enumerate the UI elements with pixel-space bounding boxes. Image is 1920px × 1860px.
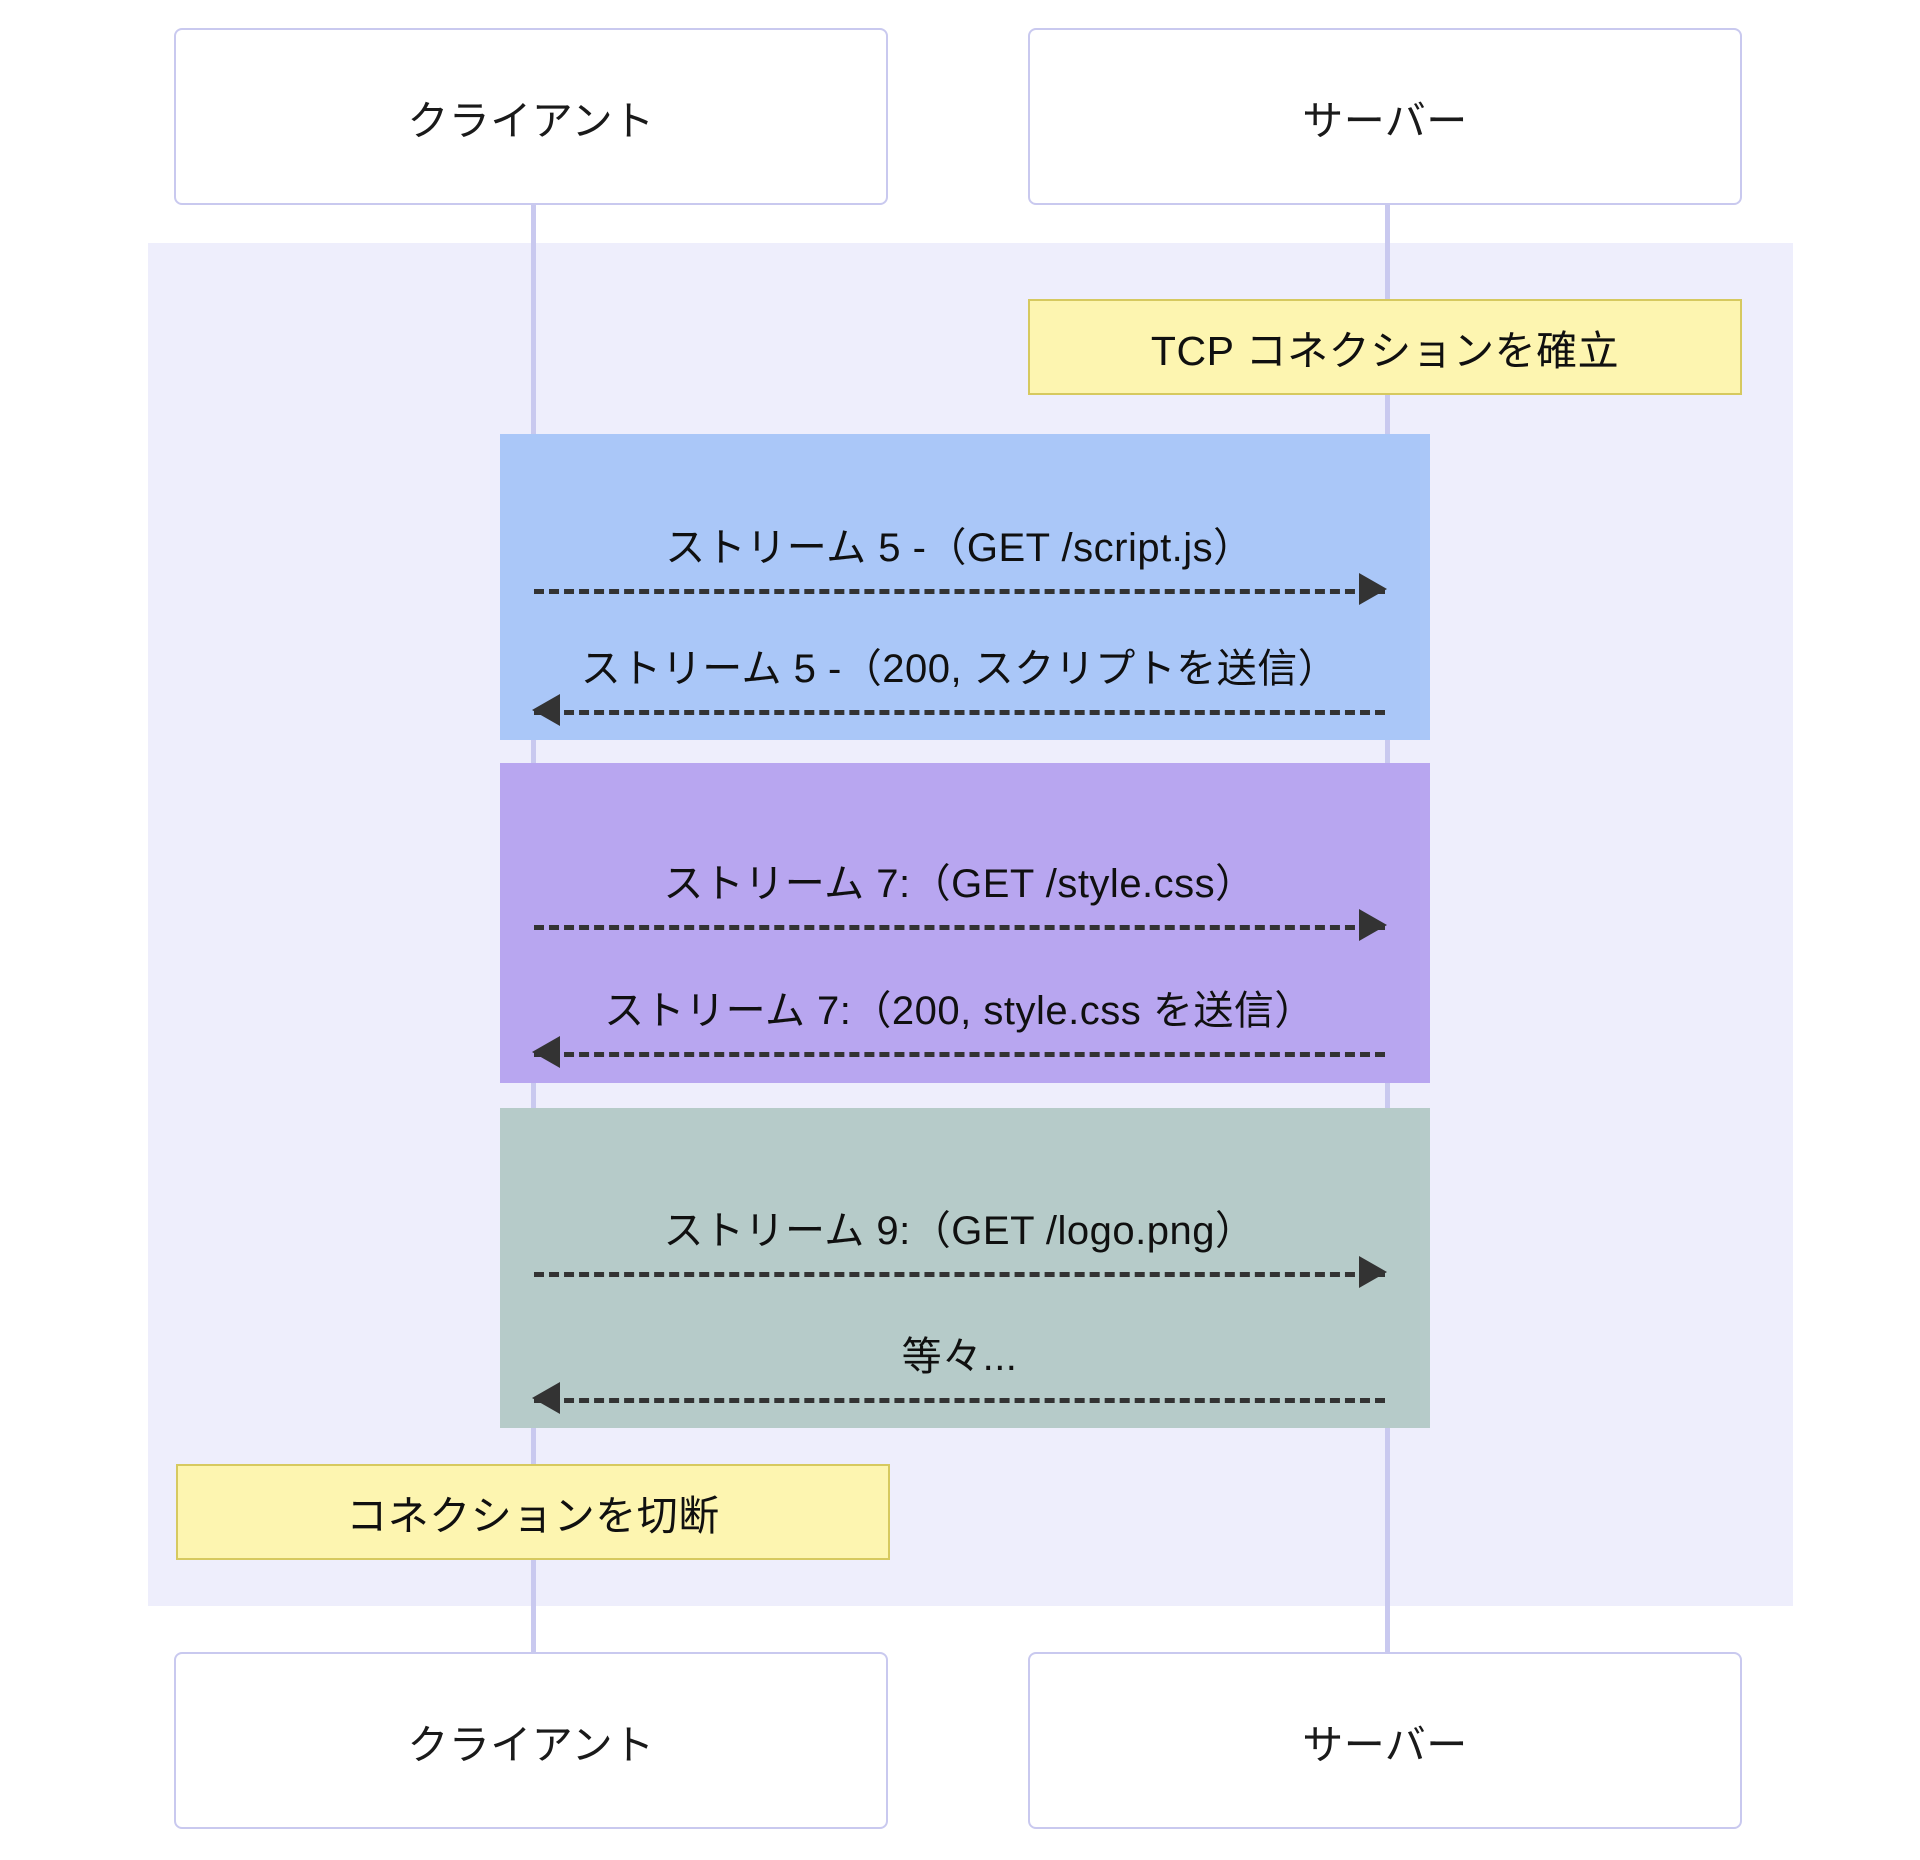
participant-bottom-client[interactable]: クライアント (174, 1652, 888, 1829)
msg-line (534, 1398, 1385, 1403)
note-text: コネクションを切断 (346, 1493, 720, 1539)
msg-label: ストリーム 5 -（GET /script.js） (665, 526, 1254, 570)
arrowhead-right-icon (1359, 1256, 1387, 1288)
arrowhead-left-icon (532, 1382, 560, 1414)
block-stream-9 (500, 1108, 1430, 1428)
msg-line (534, 710, 1385, 715)
participant-bottom-server[interactable]: サーバー (1028, 1652, 1742, 1829)
msg-line (534, 925, 1385, 930)
arrowhead-right-icon (1359, 909, 1387, 941)
msg-label: ストリーム 9:（GET /logo.png） (663, 1209, 1256, 1253)
participant-top-server[interactable]: サーバー (1028, 28, 1742, 205)
participant-label: サーバー (1302, 97, 1468, 144)
participant-label: クライアント (407, 97, 655, 144)
arrowhead-right-icon (1359, 573, 1387, 605)
arrowhead-left-icon (532, 1036, 560, 1068)
arrowhead-left-icon (532, 694, 560, 726)
msg-line (534, 1052, 1385, 1057)
msg-label: ストリーム 5 -（200, スクリプトを送信） (580, 647, 1339, 691)
block-stream-7 (500, 763, 1430, 1083)
participant-top-client[interactable]: クライアント (174, 28, 888, 205)
msg-label: ストリーム 7:（GET /style.css） (663, 862, 1256, 906)
note-text: TCP コネクションを確立 (1150, 328, 1620, 374)
note-tcp-establish[interactable]: TCP コネクションを確立 (1028, 299, 1742, 395)
participant-label: サーバー (1302, 1721, 1468, 1768)
msg-label: ストリーム 7:（200, style.css を送信） (604, 989, 1315, 1033)
note-disconnect[interactable]: コネクションを切断 (176, 1464, 890, 1560)
msg-line (534, 589, 1385, 594)
participant-label: クライアント (407, 1721, 655, 1768)
msg-label: 等々... (901, 1335, 1018, 1379)
block-stream-5 (500, 434, 1430, 740)
msg-line (534, 1272, 1385, 1277)
